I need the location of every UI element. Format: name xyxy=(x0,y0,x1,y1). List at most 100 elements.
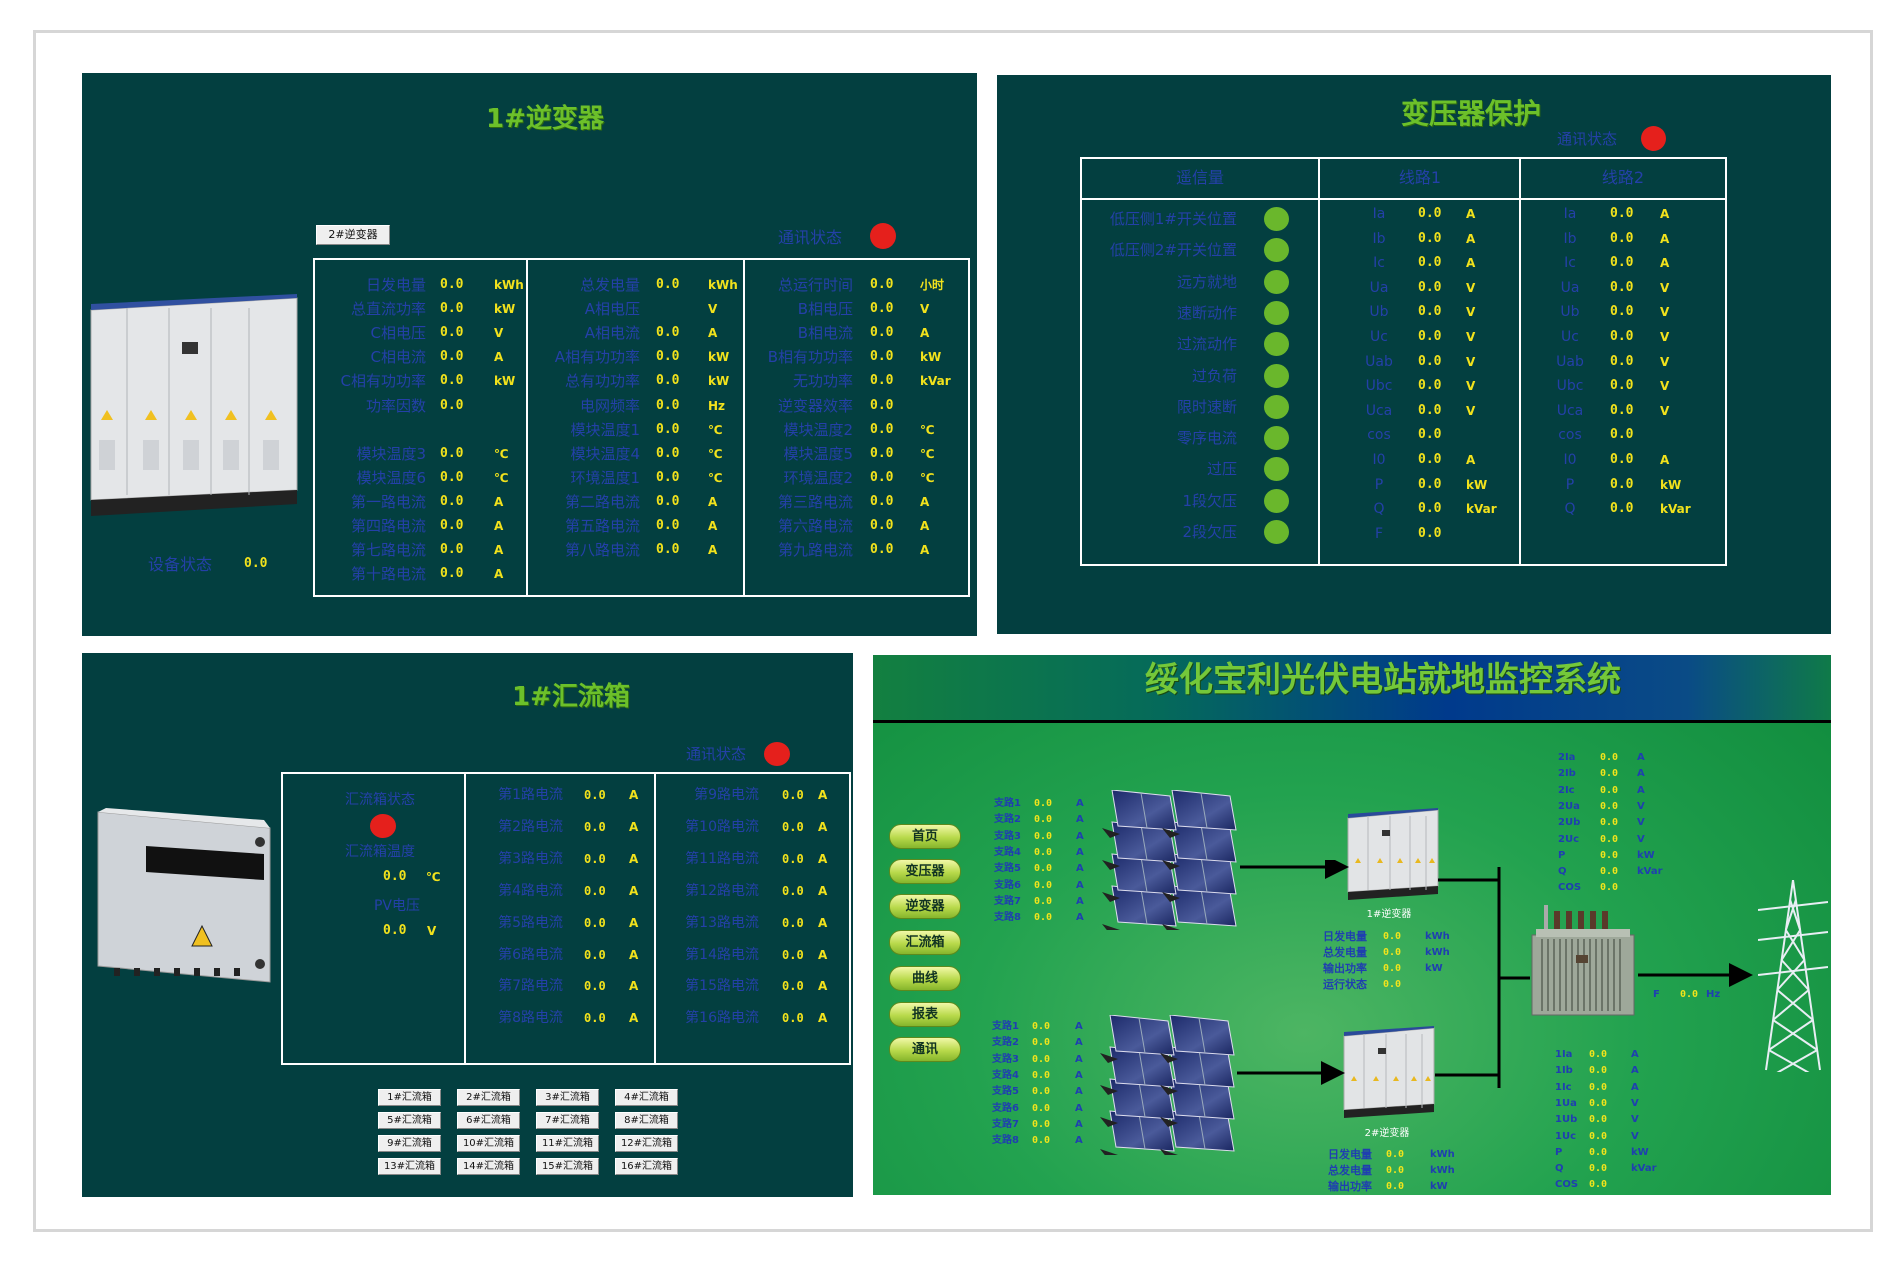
measure-unit: V xyxy=(1660,379,1670,394)
device-status-value: 0.0 xyxy=(244,556,268,571)
comm-status-indicator xyxy=(1641,126,1666,151)
branch-current-unit: A xyxy=(629,947,639,962)
combiner-box-button[interactable]: 1#汇流箱 xyxy=(378,1089,441,1106)
combiner-box-button[interactable]: 10#汇流箱 xyxy=(457,1135,520,1152)
combiner-box-button[interactable]: 6#汇流箱 xyxy=(457,1112,520,1129)
branch2-value: 0.0 xyxy=(1032,1069,1051,1081)
inverter-field-unit: A xyxy=(920,494,930,509)
inverter-field-value: 0.0 xyxy=(656,373,680,389)
inverter1-field-value: 0.0 xyxy=(1383,963,1402,974)
combiner-box-button[interactable]: 11#汇流箱 xyxy=(536,1135,599,1152)
branch2-value: 0.0 xyxy=(1032,1037,1051,1049)
inverter-field-value: 0.0 xyxy=(870,542,894,558)
combiner-box-button[interactable]: 7#汇流箱 xyxy=(536,1112,599,1129)
branch-current-unit: A xyxy=(818,788,828,802)
branch2-value: 0.0 xyxy=(1032,1135,1051,1147)
branch1-unit: A xyxy=(1076,830,1084,842)
nav-button-0[interactable]: 首页 xyxy=(889,824,961,849)
line1-value: 0.0 xyxy=(1589,1097,1608,1109)
nav-button-5[interactable]: 报表 xyxy=(889,1002,961,1027)
inverter2-field-unit: kWh xyxy=(1430,1149,1455,1160)
comm-status-label: 通讯状态 xyxy=(686,745,747,763)
measure-value: 0.0 xyxy=(1418,452,1442,467)
branch2-label: 支路8 xyxy=(992,1135,1019,1147)
inverter-field-value: 0.0 xyxy=(440,349,464,365)
combiner-box-button[interactable]: 12#汇流箱 xyxy=(615,1135,678,1152)
table-divider xyxy=(1318,157,1320,566)
nav-button-2[interactable]: 逆变器 xyxy=(889,894,961,919)
measure-value: 0.0 xyxy=(1418,525,1442,541)
branch-current-unit: A xyxy=(629,883,639,898)
line2-value: 0.0 xyxy=(1600,817,1619,829)
nav-button-4[interactable]: 曲线 xyxy=(889,966,961,991)
line1-label: 1Ia xyxy=(1555,1049,1573,1060)
transformer-table xyxy=(1080,157,1727,566)
combiner-box-button[interactable]: 2#汇流箱 xyxy=(457,1089,520,1106)
inverter-field-label: 环境温度2 xyxy=(783,468,853,487)
branch1-label: 支路7 xyxy=(994,895,1021,907)
combiner-box-button[interactable]: 5#汇流箱 xyxy=(378,1112,441,1129)
measure-label: I0 xyxy=(1372,452,1386,468)
measure-label: cos xyxy=(1367,427,1391,444)
combiner-box-button[interactable]: 3#汇流箱 xyxy=(536,1089,599,1106)
nav-button-1[interactable]: 变压器 xyxy=(889,859,961,884)
pv-voltage-unit: V xyxy=(427,924,437,938)
branch1-unit: A xyxy=(1076,798,1084,809)
signal-label: 过流动作 xyxy=(1176,335,1237,354)
branch-current-value: 0.0 xyxy=(584,947,606,962)
inverter-field-value: 0.0 xyxy=(656,349,680,365)
nav-button-3[interactable]: 汇流箱 xyxy=(889,930,961,955)
inverter-field-label: B相电压 xyxy=(797,300,853,319)
inverter-field-label: 总运行时间 xyxy=(777,276,853,294)
line2-value: 0.0 xyxy=(1600,784,1619,796)
combiner-box-button[interactable]: 13#汇流箱 xyxy=(378,1158,441,1175)
line2-unit: V xyxy=(1637,817,1645,829)
combiner-box-button[interactable]: 15#汇流箱 xyxy=(536,1158,599,1175)
inverter1-field-label: 日发电量 xyxy=(1323,930,1367,943)
inverter-field-value: 0.0 xyxy=(440,469,464,485)
branch1-value: 0.0 xyxy=(1034,863,1053,875)
branch-current-unit: A xyxy=(629,1011,639,1026)
combiner-box-button[interactable]: 16#汇流箱 xyxy=(615,1158,678,1175)
measure-value: 0.0 xyxy=(1610,378,1634,394)
switch-inverter-2-button[interactable]: 2#逆变器 xyxy=(316,225,390,245)
branch2-unit: A xyxy=(1075,1135,1083,1147)
measure-value: 0.0 xyxy=(1418,378,1442,394)
combiner-box-button[interactable]: 14#汇流箱 xyxy=(457,1158,520,1175)
signal-indicator-green xyxy=(1264,332,1289,357)
branch1-label: 支路1 xyxy=(994,798,1021,809)
measure-unit: A xyxy=(1466,256,1476,271)
grid-frequency-value: 0.0 xyxy=(1680,989,1699,1000)
signal-indicator-green xyxy=(1264,457,1289,482)
inverter-field-label: A相电流 xyxy=(584,324,640,343)
branch1-label: 支路6 xyxy=(994,879,1021,891)
branch-current-value: 0.0 xyxy=(584,788,606,802)
branch2-label: 支路5 xyxy=(992,1086,1019,1098)
combiner-box-button[interactable]: 8#汇流箱 xyxy=(615,1112,678,1129)
table-divider xyxy=(743,258,745,597)
inverter-field-unit: ℃ xyxy=(494,470,509,485)
signal-indicator-green xyxy=(1264,207,1289,231)
combiner-box-button[interactable]: 9#汇流箱 xyxy=(378,1135,441,1152)
pv-voltage-value: 0.0 xyxy=(383,923,407,938)
inverter-field-unit: A xyxy=(708,543,718,558)
branch2-label: 支路3 xyxy=(992,1053,1019,1065)
line1-value: 0.0 xyxy=(1589,1130,1608,1142)
measure-value: 0.0 xyxy=(1610,402,1634,418)
measure-label: Ib xyxy=(1563,230,1577,247)
branch1-label: 支路8 xyxy=(994,912,1021,924)
line1-label: 1Uc xyxy=(1555,1130,1577,1142)
signal-label: 限时速断 xyxy=(1176,397,1237,416)
grid-frequency-unit: Hz xyxy=(1706,989,1721,1000)
signal-label: 过压 xyxy=(1206,460,1237,479)
line2-unit: A xyxy=(1637,784,1645,796)
branch-current-label: 第13路电流 xyxy=(685,914,759,931)
branch2-unit: A xyxy=(1075,1021,1083,1032)
combiner-box-button[interactable]: 4#汇流箱 xyxy=(615,1089,678,1106)
signal-indicator-green xyxy=(1264,426,1289,451)
branch2-unit: A xyxy=(1075,1069,1083,1081)
inverter-field-value: 0.0 xyxy=(440,373,464,389)
page-frame xyxy=(33,30,1873,1232)
inverter-field-value: 0.0 xyxy=(440,566,464,582)
nav-button-6[interactable]: 通讯 xyxy=(889,1037,961,1062)
